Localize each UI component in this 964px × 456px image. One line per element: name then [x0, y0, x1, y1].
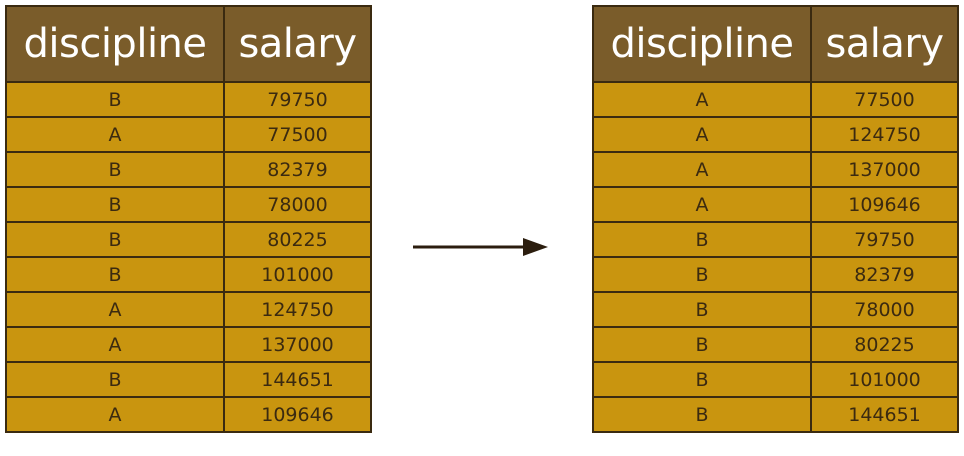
- discipline-cell: A: [592, 116, 812, 153]
- header-row: discipline salary: [5, 5, 372, 83]
- header-row: discipline salary: [592, 5, 959, 83]
- discipline-cell: B: [5, 256, 225, 293]
- salary-cell: 101000: [223, 256, 372, 293]
- header-salary: salary: [223, 5, 372, 83]
- discipline-cell: B: [592, 221, 812, 258]
- salary-cell: 101000: [810, 361, 959, 398]
- header-discipline: discipline: [592, 5, 812, 83]
- salary-cell: 80225: [810, 326, 959, 363]
- discipline-cell: A: [5, 396, 225, 433]
- salary-cell: 124750: [223, 291, 372, 328]
- salary-cell: 77500: [810, 81, 959, 118]
- salary-cell: 137000: [810, 151, 959, 188]
- salary-cell: 77500: [223, 116, 372, 153]
- salary-cell: 124750: [810, 116, 959, 153]
- salary-cell: 109646: [810, 186, 959, 223]
- salary-cell: 79750: [810, 221, 959, 258]
- discipline-cell: B: [5, 186, 225, 223]
- discipline-cell: A: [5, 291, 225, 328]
- salary-cell: 78000: [810, 291, 959, 328]
- discipline-cell: B: [5, 81, 225, 118]
- discipline-cell: B: [592, 256, 812, 293]
- right-arrow-icon: [413, 238, 548, 256]
- salary-cell: 109646: [223, 396, 372, 433]
- header-salary: salary: [810, 5, 959, 83]
- discipline-cell: B: [5, 221, 225, 258]
- discipline-cell: A: [592, 151, 812, 188]
- discipline-cell: A: [592, 186, 812, 223]
- salary-cell: 79750: [223, 81, 372, 118]
- salary-cell: 144651: [810, 396, 959, 433]
- salary-cell: 78000: [223, 186, 372, 223]
- discipline-cell: B: [592, 291, 812, 328]
- discipline-cell: B: [592, 361, 812, 398]
- salary-cell: 82379: [223, 151, 372, 188]
- discipline-cell: B: [592, 396, 812, 433]
- discipline-cell: A: [5, 116, 225, 153]
- salary-cell: 80225: [223, 221, 372, 258]
- discipline-cell: A: [5, 326, 225, 363]
- discipline-cell: B: [5, 151, 225, 188]
- salary-cell: 137000: [223, 326, 372, 363]
- header-discipline: discipline: [5, 5, 225, 83]
- discipline-cell: A: [592, 81, 812, 118]
- discipline-cell: B: [5, 361, 225, 398]
- salary-cell: 82379: [810, 256, 959, 293]
- salary-cell: 144651: [223, 361, 372, 398]
- discipline-cell: B: [592, 326, 812, 363]
